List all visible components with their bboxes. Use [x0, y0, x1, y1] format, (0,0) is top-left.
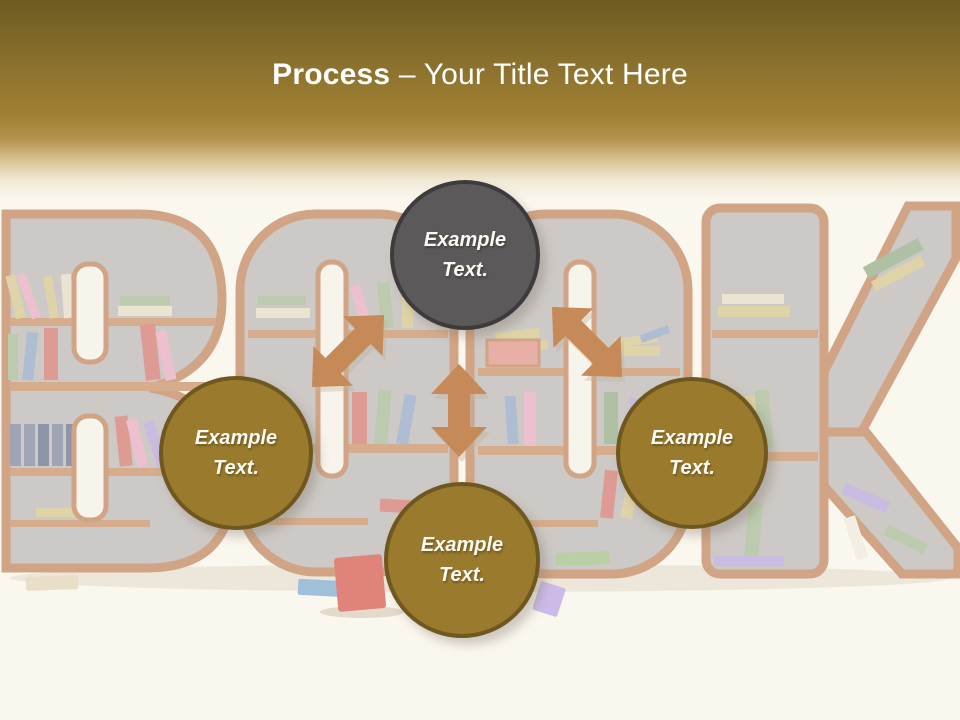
vertical-double-arrow — [431, 364, 487, 457]
node-label-line: Example — [650, 427, 734, 449]
node-label-line: Text. — [669, 457, 715, 479]
node-label-line: Example — [420, 534, 504, 556]
diagonal-double-arrow-left — [312, 315, 384, 387]
node-label-line: Text. — [439, 564, 485, 586]
node-label-line: Text. — [213, 457, 259, 479]
process-node-left: Example Text. — [159, 376, 313, 530]
node-label-line: Example — [423, 229, 507, 251]
node-label-line: Example — [194, 427, 278, 449]
letter-k-shelf — [701, 201, 960, 579]
process-node-top: Example Text. — [390, 180, 540, 330]
node-label-line: Text. — [442, 259, 488, 281]
slide-title-emphasis: Process — [272, 58, 391, 91]
slide-title: Process – Your Title Text Here — [0, 56, 960, 94]
title-banner — [0, 0, 960, 200]
process-node-right: Example Text. — [616, 377, 768, 529]
slide-title-rest: – Your Title Text Here — [398, 58, 688, 91]
diagonal-double-arrow-right — [552, 307, 622, 377]
arrow-shadows — [315, 312, 625, 462]
process-node-bottom: Example Text. — [384, 482, 540, 638]
